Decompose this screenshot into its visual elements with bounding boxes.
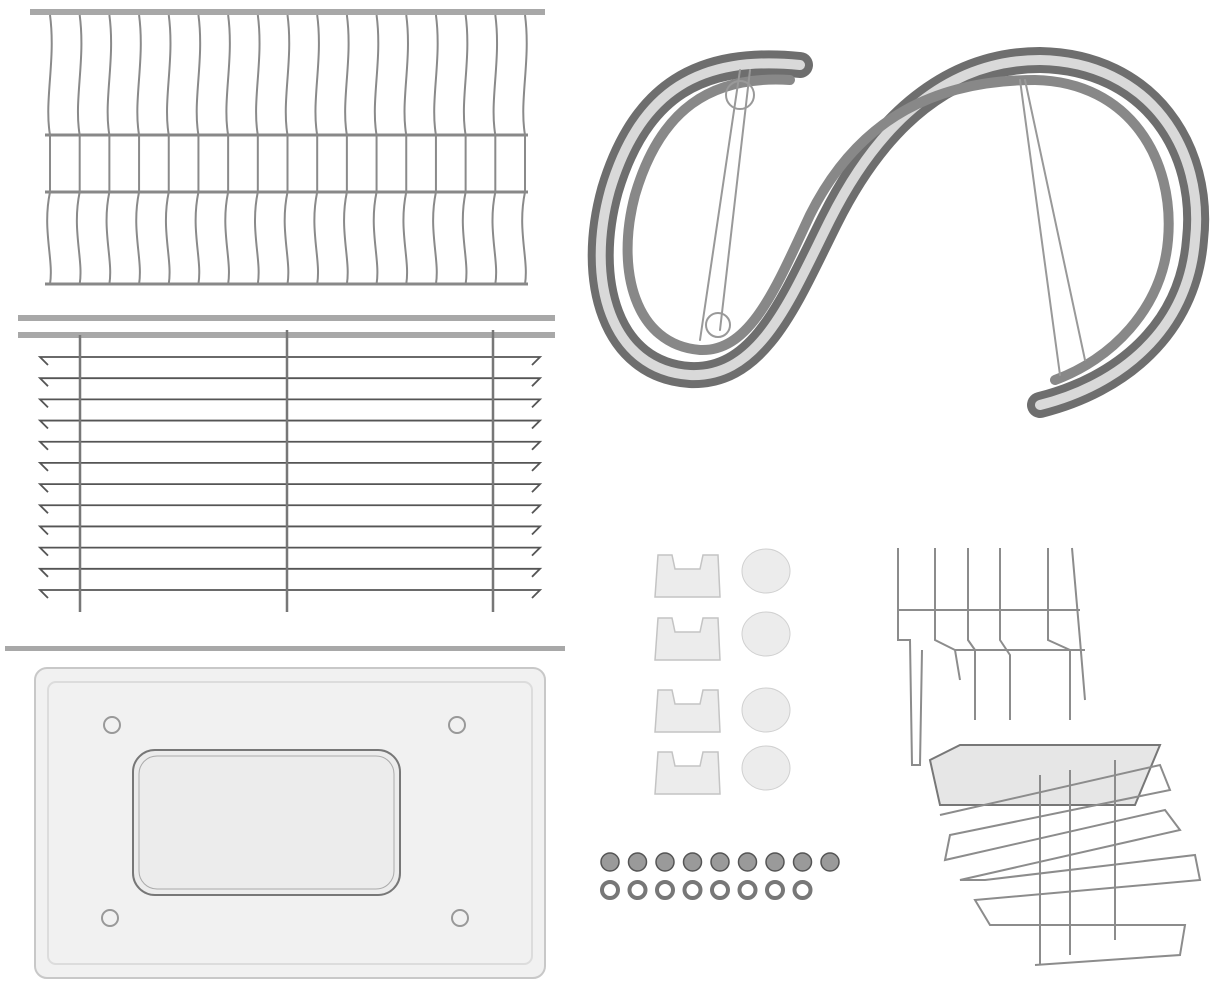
plastic-clip (654, 689, 721, 733)
support-bar (5, 646, 565, 651)
cap-nut (655, 852, 675, 872)
cup-rack-wire (37, 377, 543, 387)
plate-rack-wire (164, 14, 172, 285)
cup-rack-wire (37, 356, 543, 366)
plate-rack-wire (46, 14, 53, 285)
cap-nut (737, 852, 758, 872)
plate-rack-wire (343, 14, 350, 285)
plate-rack-wire (283, 14, 291, 285)
plate-rack-wire (372, 14, 380, 285)
drip-tray (34, 667, 546, 979)
cup-rack-wire (37, 567, 543, 578)
plate-rack-wire (491, 14, 499, 285)
cup-rack-wire (37, 504, 543, 514)
plate-rack-wire (75, 14, 83, 285)
hex-nut (682, 880, 703, 900)
rubber-foot (741, 548, 791, 594)
cap-nut (792, 852, 813, 872)
rubber-foot (741, 687, 791, 733)
plate-rack-wire (521, 14, 528, 285)
plastic-clip (654, 751, 721, 795)
cap-nut (765, 852, 785, 872)
plate-rack-wire (402, 14, 409, 285)
rubber-foot (741, 745, 791, 791)
cup-rack-wire (37, 589, 543, 599)
hex-nut (710, 880, 730, 900)
plate-rack-wire (432, 14, 439, 285)
hex-nut (600, 880, 620, 900)
hex-nut (765, 880, 785, 900)
plate-rack-wire (135, 14, 142, 285)
plate-rack (30, 9, 545, 286)
tray-hole (103, 716, 121, 734)
cup-rack-wire (37, 440, 543, 451)
hex-nut (655, 880, 675, 900)
hex-nut (792, 880, 813, 900)
hex-nut (627, 880, 648, 900)
cap-nut (600, 852, 620, 872)
plate-rack-wire (254, 14, 261, 285)
plate-rack-top-bar (30, 9, 545, 15)
plate-rack-wire (224, 14, 231, 285)
cup-rack-wire (37, 462, 543, 472)
cap-nut (682, 852, 703, 872)
cup-rack-wire (37, 483, 543, 493)
cap-nut (710, 852, 730, 872)
tray-hole (101, 909, 119, 927)
hex-nut (737, 880, 758, 900)
tray-hole (448, 716, 466, 734)
plastic-clip (654, 554, 721, 598)
cup-rack-wire (37, 419, 543, 430)
plate-rack-wire (194, 14, 202, 285)
plate-rack-wire (105, 14, 113, 285)
plate-rack-wire (461, 14, 469, 285)
plastic-clip (654, 617, 721, 661)
rubber-foot (741, 611, 791, 657)
cup-rack-wire (37, 398, 543, 409)
cup-rack-wire (37, 546, 543, 557)
tray-hole (451, 909, 469, 927)
s-shaped-frame (587, 46, 1210, 418)
cup-rack (18, 315, 555, 612)
cap-nut (627, 852, 648, 872)
cup-rack-bar (18, 315, 555, 321)
cup-rack-wire (37, 525, 543, 536)
knife-and-utensil-rack (897, 547, 1202, 966)
plate-rack-wire (313, 14, 320, 285)
cap-nut (820, 852, 840, 872)
